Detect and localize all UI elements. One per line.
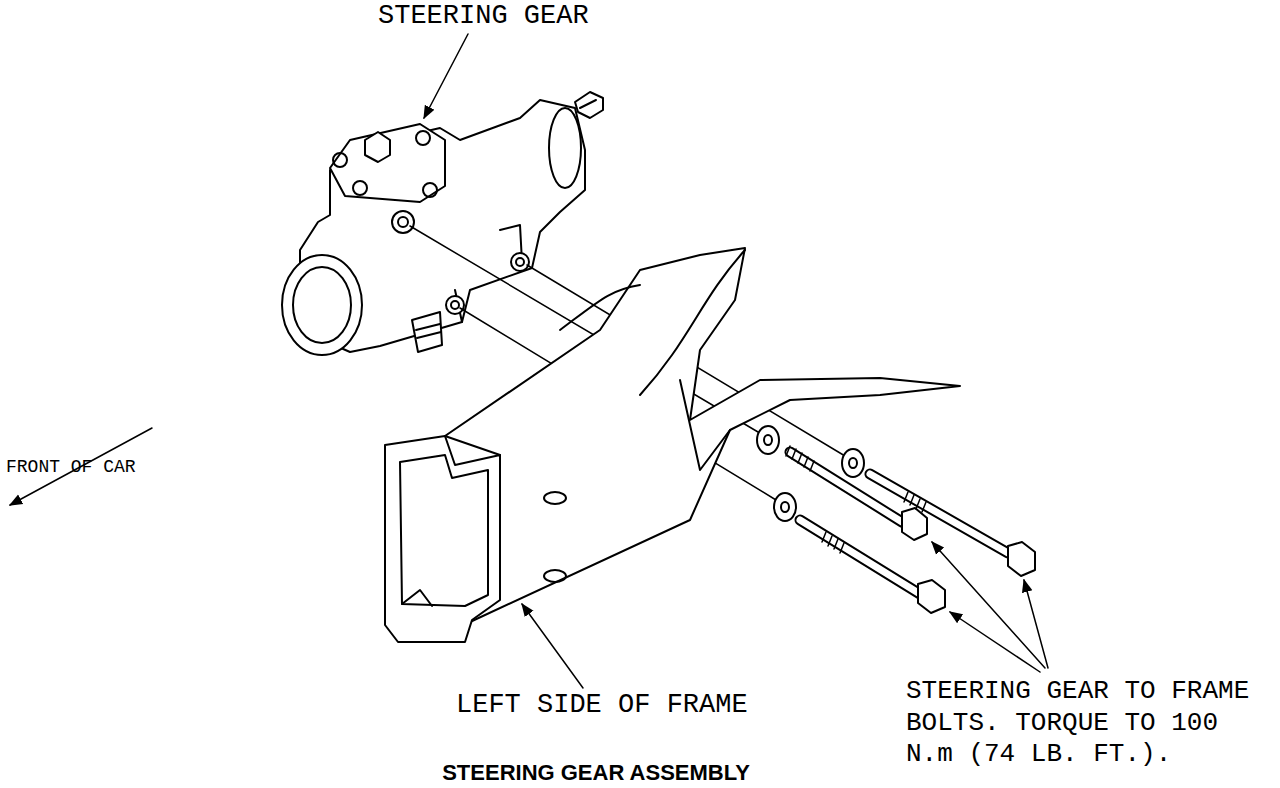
steering-gear-part xyxy=(423,183,437,197)
part-label: STEERING GEAR xyxy=(378,0,589,33)
frame-rail-part xyxy=(544,492,566,504)
frame-bolt-part xyxy=(800,520,920,594)
steering-gear-part xyxy=(333,153,347,167)
frame-rail-part xyxy=(544,570,566,582)
steering-gear-part xyxy=(511,253,529,271)
steering-gear-part xyxy=(365,132,390,162)
leader-line-part xyxy=(522,604,583,688)
steering-gear-part xyxy=(416,324,441,338)
torque-note: STEERING GEAR TO FRAME BOLTS. TORQUE TO … xyxy=(906,676,1257,771)
frame-bolt-part xyxy=(774,493,796,521)
frame-bolt-part xyxy=(870,474,1008,553)
frame-rail-part xyxy=(560,285,640,330)
frame-bolt-part xyxy=(786,446,814,471)
steering-gear-part xyxy=(282,255,362,355)
frame-bolt-part xyxy=(822,532,844,553)
steering-gear-part xyxy=(549,108,581,188)
frame-bolt-part xyxy=(902,508,927,540)
frame-bolt-part xyxy=(904,492,926,512)
steering-gear-part xyxy=(330,124,445,202)
frame-bolt-part xyxy=(842,449,864,477)
leader-line xyxy=(424,34,1048,688)
frame-rail-part xyxy=(680,380,730,470)
steering-gear-part xyxy=(353,181,367,195)
frame-rail-part xyxy=(402,590,432,606)
frame-rail xyxy=(385,248,960,642)
steering-gear-part xyxy=(451,301,459,309)
part-label: LEFT SIDE OF FRAME xyxy=(456,689,748,722)
frame-bolt-part xyxy=(800,520,920,594)
leader-line-part xyxy=(424,34,468,118)
steering-gear-part xyxy=(398,217,408,227)
steering-gear-part xyxy=(446,296,464,314)
frame-rail-part xyxy=(385,436,500,642)
leader-line-part xyxy=(950,612,1040,672)
caption: STEERING GEAR ASSEMBLY xyxy=(442,760,750,786)
steering-gear-part xyxy=(455,225,522,322)
frame-bolt-part xyxy=(870,474,1008,553)
frame-rail-part xyxy=(445,248,960,622)
steering-gear-part xyxy=(392,211,414,233)
steering-gear-part xyxy=(580,100,596,108)
frame-rail-part xyxy=(400,455,488,606)
steering-gear-part xyxy=(416,131,430,145)
frame-rail-part xyxy=(640,250,745,395)
frame-bolt xyxy=(757,426,1035,613)
frame-bolt-part xyxy=(757,426,779,454)
frame-bolt-part xyxy=(918,580,945,613)
steering-gear xyxy=(282,92,603,355)
steering-gear-part xyxy=(575,92,603,118)
leader-line-part xyxy=(1024,580,1048,668)
frame-bolt-part xyxy=(764,435,772,445)
frame-bolt-part xyxy=(781,502,789,512)
frame-bolt-part xyxy=(849,458,857,468)
steering-gear-part xyxy=(412,312,442,352)
frame-bolt-part xyxy=(1008,542,1035,576)
steering-gear-part xyxy=(293,267,351,343)
direction-label: FRONT OF CAR xyxy=(6,457,136,479)
leader-line-part xyxy=(932,542,1045,668)
steering-gear-part xyxy=(516,258,524,266)
